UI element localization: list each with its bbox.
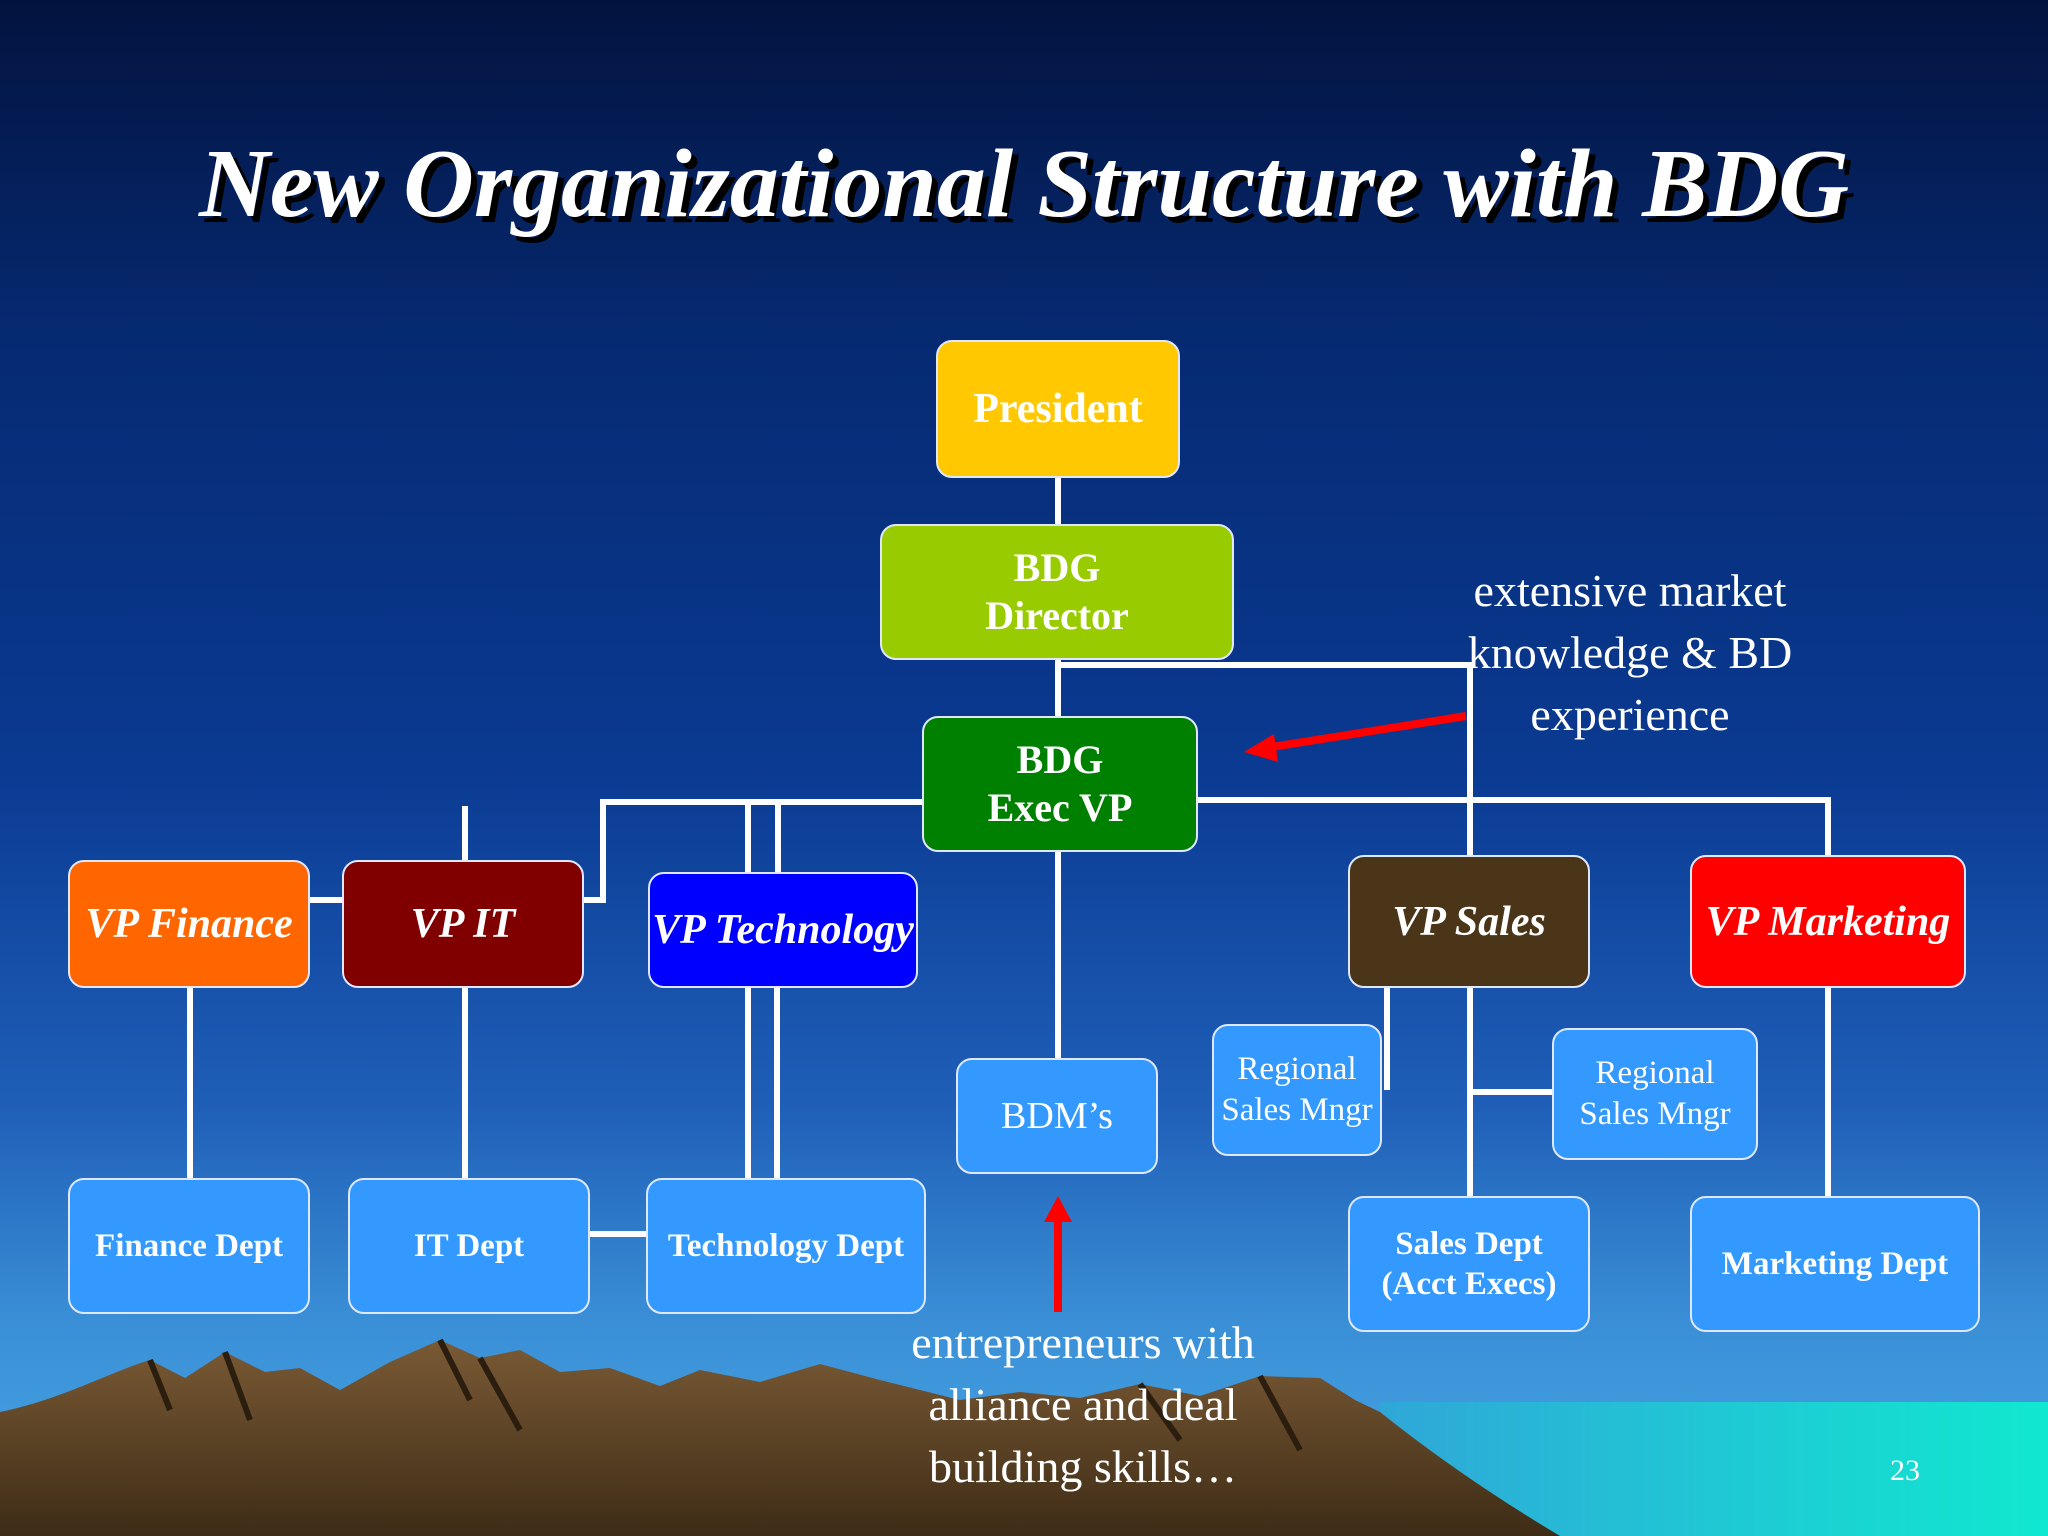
page-number: 23 — [1890, 1454, 1920, 1487]
vp-finance-box: VP Finance — [68, 860, 310, 988]
annotation-market-knowledge: extensive market knowledge & BD experien… — [1467, 565, 1793, 740]
vp-sales-box: VP Sales — [1348, 855, 1590, 988]
slide-title: New Organizational Structure with BDG — [198, 130, 1850, 238]
arrow-to-bdms — [1044, 1196, 1072, 1312]
annotation-entrepreneurs: entrepreneurs with alliance and deal bui… — [911, 1317, 1255, 1492]
marketing-dept-box: Marketing Dept — [1690, 1196, 1980, 1332]
regional-sales-mngr-1-box: Regional Sales Mngr — [1212, 1024, 1382, 1156]
sales-dept-box: Sales Dept (Acct Execs) — [1348, 1196, 1590, 1332]
arrow-to-execvp — [1244, 712, 1467, 762]
connector-execvp-vpit — [584, 799, 922, 903]
vp-marketing-box: VP Marketing — [1690, 855, 1966, 988]
technology-dept-box: Technology Dept — [646, 1178, 926, 1314]
president-box: President — [936, 340, 1180, 478]
vp-it-box: VP IT — [342, 860, 584, 988]
bdg-exec-vp-box: BDG Exec VP — [922, 716, 1198, 852]
vp-technology-box: VP Technology — [648, 872, 918, 988]
mountain-ridges — [147, 1338, 1303, 1452]
finance-dept-box: Finance Dept — [68, 1178, 310, 1314]
connector-execvp-vpmarketing — [1197, 797, 1831, 855]
bdg-director-box: BDG Director — [880, 524, 1234, 660]
it-dept-box: IT Dept — [348, 1178, 590, 1314]
bdms-box: BDM’s — [956, 1058, 1158, 1174]
mountains — [0, 1340, 1560, 1536]
connector-director-vpsales — [1058, 662, 1473, 855]
regional-sales-mngr-2-box: Regional Sales Mngr — [1552, 1028, 1758, 1160]
